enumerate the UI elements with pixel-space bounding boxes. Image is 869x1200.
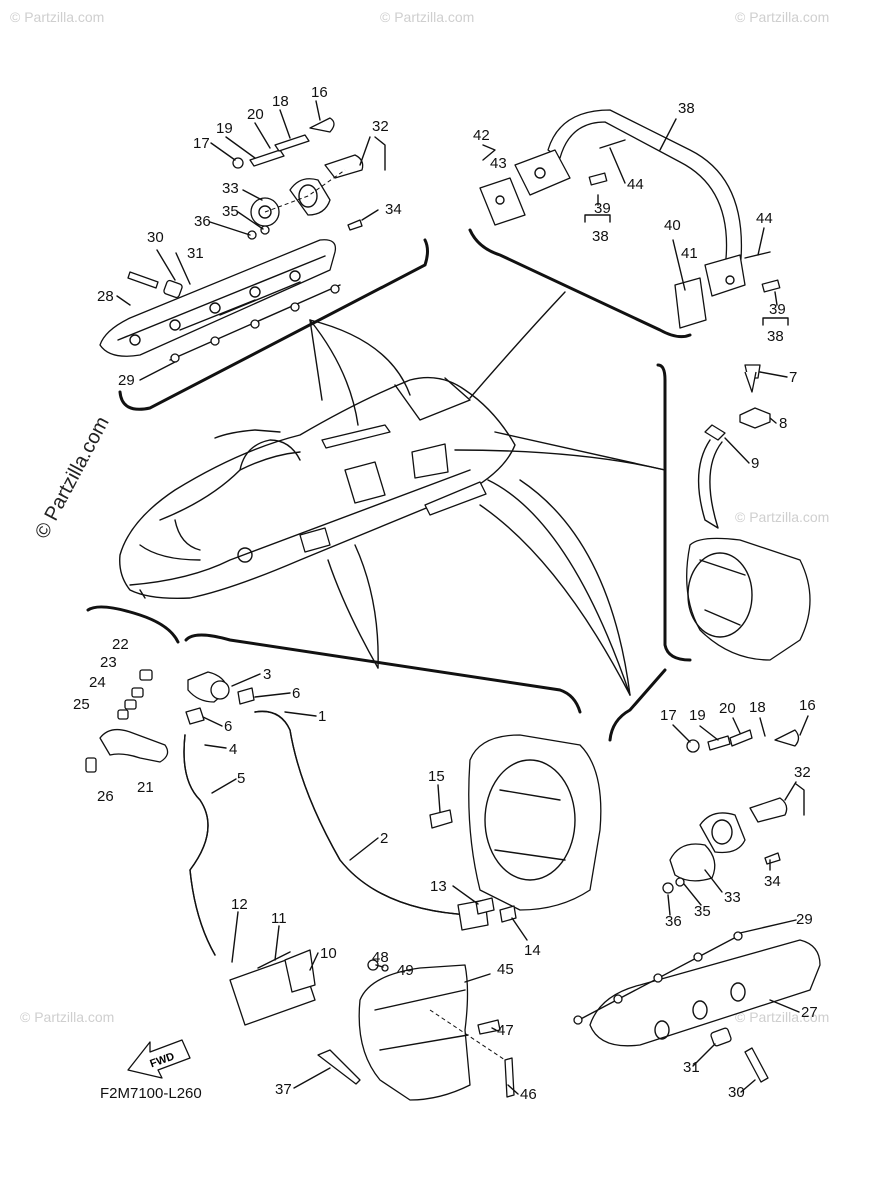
callout-49: 49 [397,962,414,979]
callout-48: 48 [372,949,389,966]
callout-34b: 34 [764,873,781,890]
callout-30a: 30 [147,229,164,246]
callout-23: 23 [100,654,117,671]
callout-38b: 38 [592,228,609,245]
callout-19b: 19 [689,707,706,724]
callout-19a: 19 [216,120,233,137]
callout-9: 9 [751,455,759,472]
watermark-bottom-left: © Partzilla.com [20,1009,114,1025]
watermark-top-center: © Partzilla.com [380,9,474,25]
callout-41: 41 [681,245,698,262]
callout-labels: 1 2 3 4 5 6 6 7 8 9 10 11 12 13 14 15 16… [73,84,818,1103]
callout-30b: 30 [728,1084,745,1101]
callout-16b: 16 [799,697,816,714]
group-lower-right [573,729,821,1083]
group-right-pump [686,364,811,661]
callout-45: 45 [497,961,514,978]
callout-32b: 32 [794,764,811,781]
leader-lines [116,100,809,1095]
callout-36b: 36 [665,913,682,930]
callout-36a: 36 [194,213,211,230]
watermark-main: © Partzilla.com [31,413,114,542]
callout-18a: 18 [272,93,289,110]
watermark-bottom-right: © Partzilla.com [735,1009,829,1025]
callout-38a: 38 [678,100,695,117]
callout-29b: 29 [796,911,813,928]
group-top-left [99,117,364,363]
callout-5: 5 [237,770,245,787]
callout-14: 14 [524,942,541,959]
group-hoses [183,671,489,1026]
group-lower-left-bracket [85,669,169,773]
watermark-top-right: © Partzilla.com [735,9,829,25]
callout-18b: 18 [749,699,766,716]
group-cover [358,959,515,1101]
callout-2: 2 [380,830,388,847]
watermark-top-left: © Partzilla.com [10,9,104,25]
callout-40: 40 [664,217,681,234]
callout-6b: 6 [224,718,232,735]
callout-35a: 35 [222,203,239,220]
callout-33b: 33 [724,889,741,906]
watermarks: © Partzilla.com © Partzilla.com © Partzi… [10,9,829,1025]
callout-1: 1 [318,708,326,725]
callout-16a: 16 [311,84,328,101]
callout-39b: 39 [769,301,786,318]
callout-25: 25 [73,696,90,713]
callout-24: 24 [89,674,106,691]
callout-4: 4 [229,741,237,758]
callout-38c: 38 [767,328,784,345]
callout-21: 21 [137,779,154,796]
callout-44a: 44 [627,176,644,193]
callout-42: 42 [473,127,490,144]
callout-35b: 35 [694,903,711,920]
callout-7: 7 [789,369,797,386]
callout-46: 46 [520,1086,537,1103]
callout-33a: 33 [222,180,239,197]
pointer-lines [309,291,666,696]
callout-11: 11 [271,910,287,927]
callout-20b: 20 [719,700,736,717]
callout-27: 27 [801,1004,818,1021]
callout-12: 12 [231,896,248,913]
diagram-code: F2M7100-L260 [100,1085,202,1102]
group-frames [86,228,692,742]
watermark-mid-right: © Partzilla.com [735,509,829,525]
group-cable-tie [317,1049,361,1085]
callout-43: 43 [490,155,507,172]
callout-34a: 34 [385,201,402,218]
callout-17a: 17 [193,135,210,152]
callout-29a: 29 [118,372,135,389]
callout-15: 15 [428,768,445,785]
callout-20a: 20 [247,106,264,123]
fwd-arrow: FWD [127,1039,191,1079]
callout-32a: 32 [372,118,389,135]
callout-37: 37 [275,1081,292,1098]
callout-26: 26 [97,788,114,805]
group-top-right [479,109,781,329]
callout-6a: 6 [292,685,300,702]
callout-17b: 17 [660,707,677,724]
callout-22: 22 [112,636,129,653]
callout-47: 47 [497,1022,514,1039]
callout-10: 10 [320,945,337,962]
watercraft-hull [119,376,516,600]
group-pump-housing [429,734,602,923]
callout-13: 13 [430,878,447,895]
callout-3: 3 [263,666,271,683]
callout-31a: 31 [187,245,204,262]
callout-8: 8 [779,415,787,432]
callout-44b: 44 [756,210,773,227]
callout-28: 28 [97,288,114,305]
